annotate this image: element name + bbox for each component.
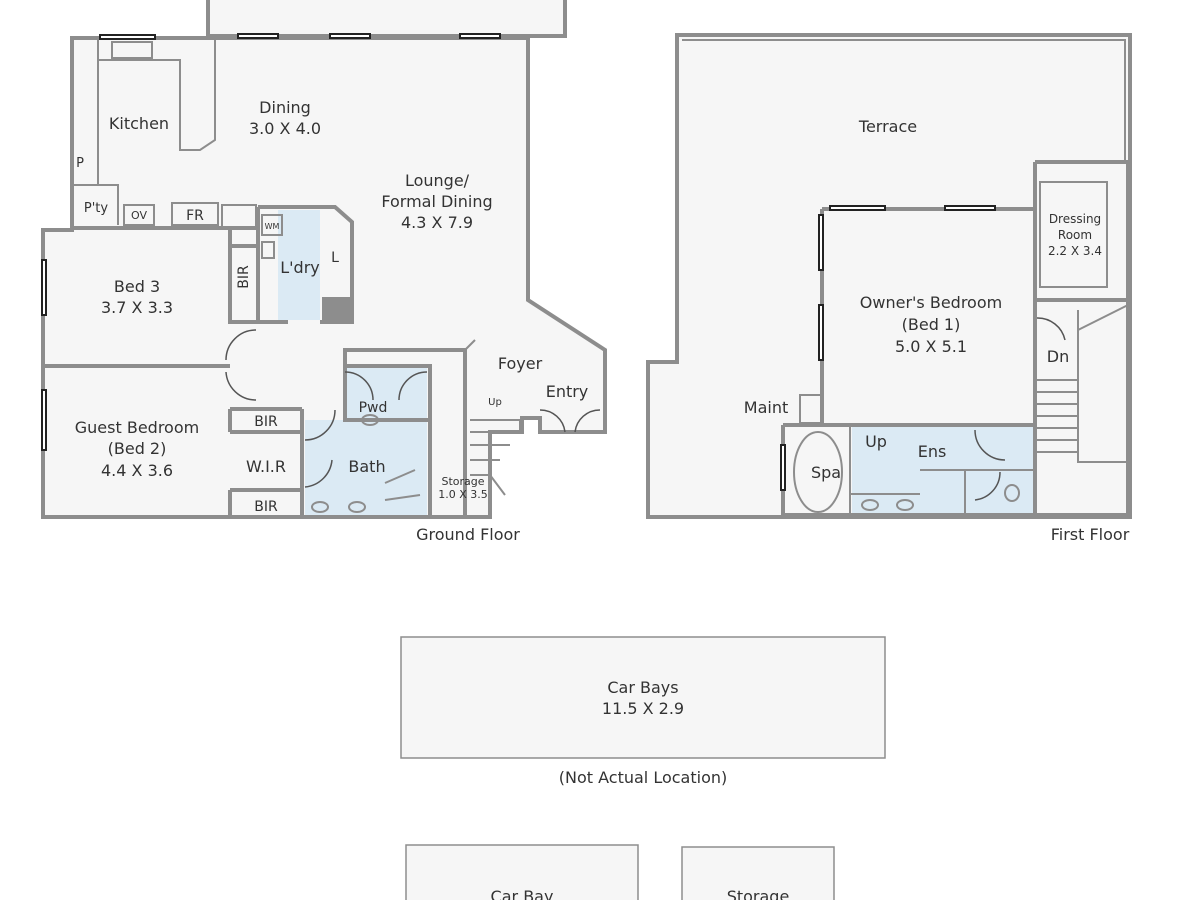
room-label-owners-bedroom: Owner's Bedroom xyxy=(860,293,1002,312)
car-bays-size: 11.5 X 2.9 xyxy=(602,699,684,718)
room-size-dressing: 2.2 X 3.4 xyxy=(1048,244,1102,258)
room-label-bed3: Bed 3 xyxy=(114,277,160,296)
first-floor-windows xyxy=(780,205,1066,511)
spa-up-label: Up xyxy=(865,432,887,451)
room-label-ensuite: Ens xyxy=(918,442,947,461)
room-label-storage: Storage xyxy=(441,475,484,488)
room-label-dressing-2: Room xyxy=(1058,228,1092,242)
room-label-foyer: Foyer xyxy=(498,354,543,373)
room-label-wir: W.I.R xyxy=(246,457,286,476)
balcony xyxy=(206,0,567,38)
room-label-terrace: Terrace xyxy=(858,117,917,136)
ground-floor-title: Ground Floor xyxy=(416,525,520,544)
room-size-storage: 1.0 X 3.5 xyxy=(438,488,488,501)
car-bays-note: (Not Actual Location) xyxy=(559,768,727,787)
room-label-kitchen: Kitchen xyxy=(109,114,169,133)
room-size-dining: 3.0 X 4.0 xyxy=(249,119,321,138)
room-label-spa: Spa xyxy=(811,463,841,482)
room-label-pwd: Pwd xyxy=(359,400,388,416)
laundry-tiles xyxy=(278,210,320,320)
bir-label-1: BIR xyxy=(254,414,278,430)
doors xyxy=(111,41,601,513)
terrace-outline xyxy=(646,33,1132,519)
washing-machine-label: WM xyxy=(265,222,280,231)
first-floor-title: First Floor xyxy=(1051,525,1130,544)
spa-tub xyxy=(793,431,843,513)
room-label-laundry: L'dry xyxy=(280,258,320,277)
stairs-down-label: Dn xyxy=(1047,347,1069,366)
interior-walls xyxy=(43,37,521,517)
room-label-entry: Entry xyxy=(546,382,589,401)
sliding-doors xyxy=(41,33,501,451)
room-size-lounge: 4.3 X 7.9 xyxy=(401,213,473,232)
bath-tiles xyxy=(305,420,427,515)
room-label-dressing: Dressing xyxy=(1049,212,1101,226)
pantry-label: P'ty xyxy=(84,201,109,216)
car-bay-label: Car Bay xyxy=(491,887,554,900)
room-size-owners-bedroom: 5.0 X 5.1 xyxy=(895,337,967,356)
pantry-p-label: P xyxy=(76,156,84,171)
room-label-dining: Dining xyxy=(259,98,311,117)
room-label-bath: Bath xyxy=(348,457,385,476)
bir-label-bed3: BIR xyxy=(236,265,252,289)
room-label-guest: Guest Bedroom xyxy=(75,418,199,437)
storage-label: Storage xyxy=(727,887,790,900)
powder-tiles xyxy=(345,368,427,420)
car-bays-plan: Car Bays 11.5 X 2.9 (Not Actual Location… xyxy=(400,636,886,900)
first-floor-plan: Terrace Owner's Bedroom (Bed 1) 5.0 X 5.… xyxy=(646,33,1132,544)
room-size-guest: 4.4 X 3.6 xyxy=(101,461,173,480)
stairs-up-label: Up xyxy=(488,397,502,408)
room-label-maint: Maint xyxy=(744,398,788,417)
room-label-guest-2: (Bed 2) xyxy=(108,439,167,458)
bir-label-2: BIR xyxy=(254,499,278,515)
fridge-label: FR xyxy=(186,208,204,224)
room-size-bed3: 3.7 X 3.3 xyxy=(101,298,173,317)
room-label-lounge-2: Formal Dining xyxy=(381,192,492,211)
room-label-lounge: Lounge/ xyxy=(405,171,470,190)
ground-floor-plan: Kitchen Dining 3.0 X 4.0 Lounge/ Formal … xyxy=(41,0,607,544)
oven-label: OV xyxy=(131,209,147,222)
linen-label: L xyxy=(331,250,339,266)
room-label-owners-bedroom-2: (Bed 1) xyxy=(902,315,961,334)
car-bays-label: Car Bays xyxy=(607,678,678,697)
